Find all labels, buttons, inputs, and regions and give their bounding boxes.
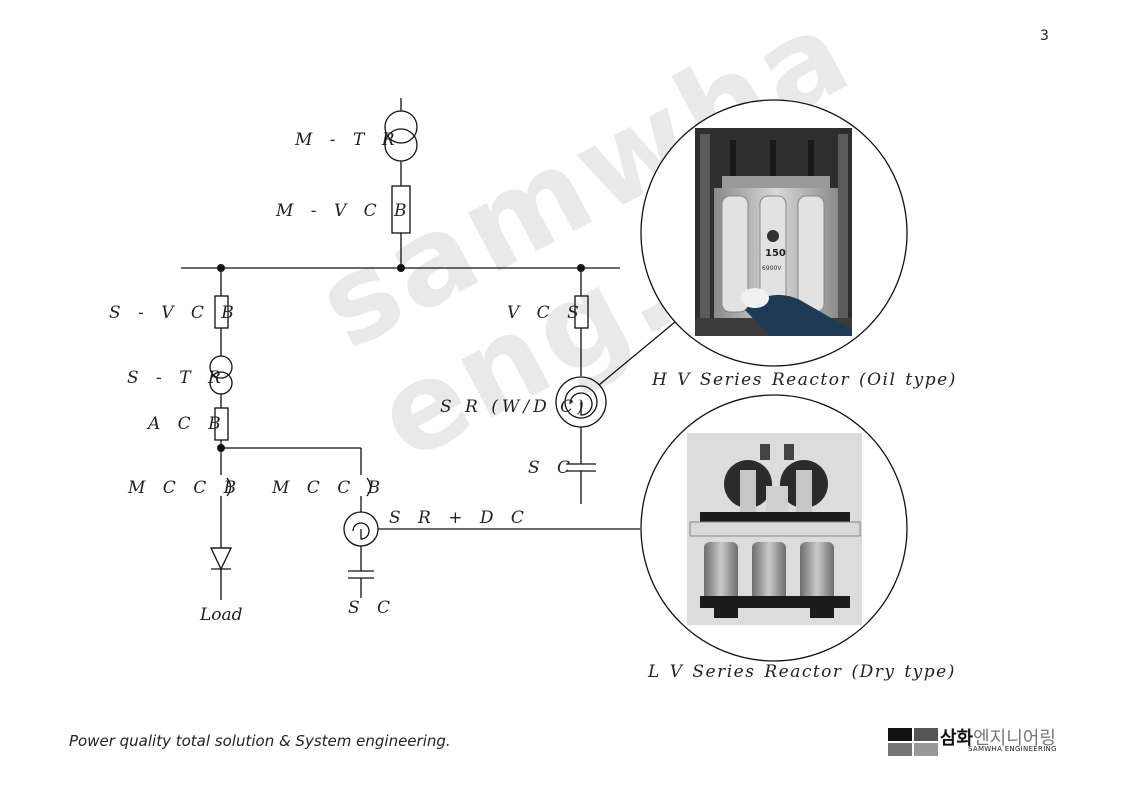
label-mccb-right: M C C B [271, 478, 386, 498]
mccb-right-symbol [366, 477, 372, 497]
label-load: Load [199, 605, 243, 625]
hv-callout-line [598, 321, 676, 386]
junction-dot [217, 264, 225, 272]
junction-dot [217, 444, 225, 452]
label-vcs: V C S [507, 303, 585, 323]
label-main-vcb: M - V C B [275, 201, 413, 221]
caption-lv-reactor: L V Series Reactor (Dry type) [647, 662, 956, 682]
label-sub-vcb: S - V C B [109, 303, 240, 323]
label-main-transformer: M - T R [294, 130, 401, 150]
page-number: 3 [1040, 28, 1049, 44]
load-diode-triangle [209, 547, 233, 571]
hv-series-reactor-photo: 150 6900V [640, 99, 908, 367]
hv-photo-voltage: 6900V [762, 265, 782, 272]
label-sr-wdc: S R (W/D C) [440, 397, 588, 417]
company-logo: 삼화엔지니어링 SAMWHA ENGINEERING [888, 726, 1058, 758]
sub-transformer-symbol [209, 355, 233, 379]
label-acb: A C B [146, 414, 227, 434]
footer-tagline: Power quality total solution & System en… [69, 732, 451, 750]
label-sr-dc: S R + D C [389, 508, 530, 528]
caption-hv-reactor: H V Series Reactor (Oil type) [651, 370, 957, 390]
label-mccb-left: M C C B [127, 478, 242, 498]
label-sc-lv: S C [348, 598, 396, 618]
junction-dot [577, 264, 585, 272]
lv-series-reactor-photo [640, 394, 908, 662]
hv-photo-rating: 150 [765, 248, 786, 259]
logo-mark [888, 728, 938, 756]
main-transformer-symbol [384, 110, 418, 144]
logo-korean-name: 삼화엔지니어링 [940, 728, 1056, 749]
mccb-left-symbol [226, 477, 232, 497]
junction-dot [397, 264, 405, 272]
logo-english-name: SAMWHA ENGINEERING [968, 745, 1057, 753]
label-sub-transformer: S - T R [127, 368, 227, 388]
label-sc-hv: S C [528, 458, 576, 478]
